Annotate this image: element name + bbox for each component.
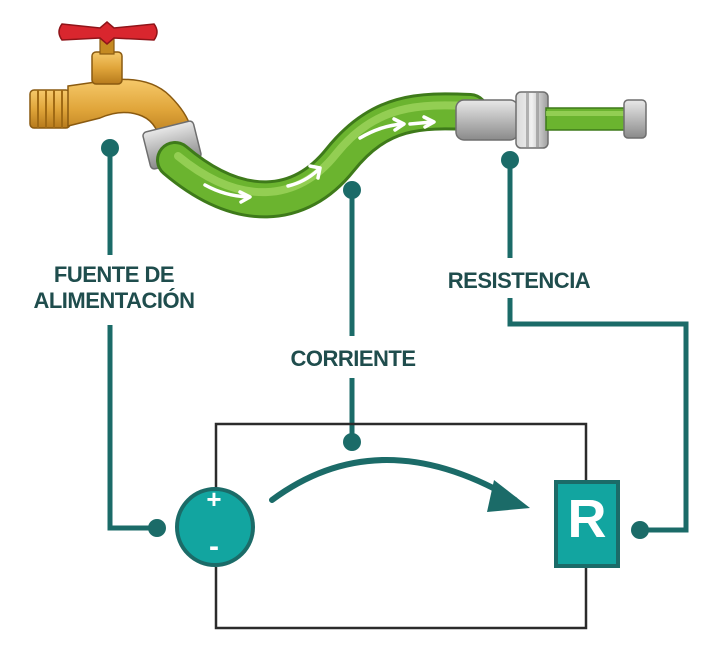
callout-dots	[101, 139, 649, 539]
circuit-wire	[214, 422, 588, 630]
dot-nozzle	[501, 151, 519, 169]
faucet-thread	[29, 89, 71, 129]
dot-circuit-top	[343, 433, 361, 451]
hose-coupling	[455, 99, 519, 141]
hose-connector	[515, 91, 549, 149]
voltage-source	[175, 487, 255, 567]
dot-source	[148, 519, 166, 537]
plus-symbol: +	[206, 484, 222, 514]
outlet-tip	[623, 99, 647, 139]
dot-hose	[343, 181, 361, 199]
label-current: CORRIENTE	[290, 346, 416, 371]
callout-lines	[107, 148, 689, 533]
hose	[156, 91, 647, 219]
dot-resistor	[631, 521, 649, 539]
flow-arrows	[203, 115, 436, 204]
circuit	[175, 422, 620, 630]
current-arrow	[269, 457, 518, 503]
callout-resistencia-line-lower	[507, 298, 689, 533]
faucet-handle	[58, 21, 158, 45]
dot-faucet	[101, 139, 119, 157]
current-arrowhead	[487, 480, 530, 512]
faucet-stem	[91, 51, 123, 85]
resistor-box	[554, 480, 620, 568]
callout-fuente-line-lower	[107, 325, 157, 531]
resistor-symbol: R	[567, 489, 607, 549]
label-power-source: FUENTE DE ALIMENTACIÓN	[33, 262, 195, 313]
label-resistance: RESISTENCIA	[447, 268, 591, 293]
minus-symbol: -	[209, 530, 219, 563]
